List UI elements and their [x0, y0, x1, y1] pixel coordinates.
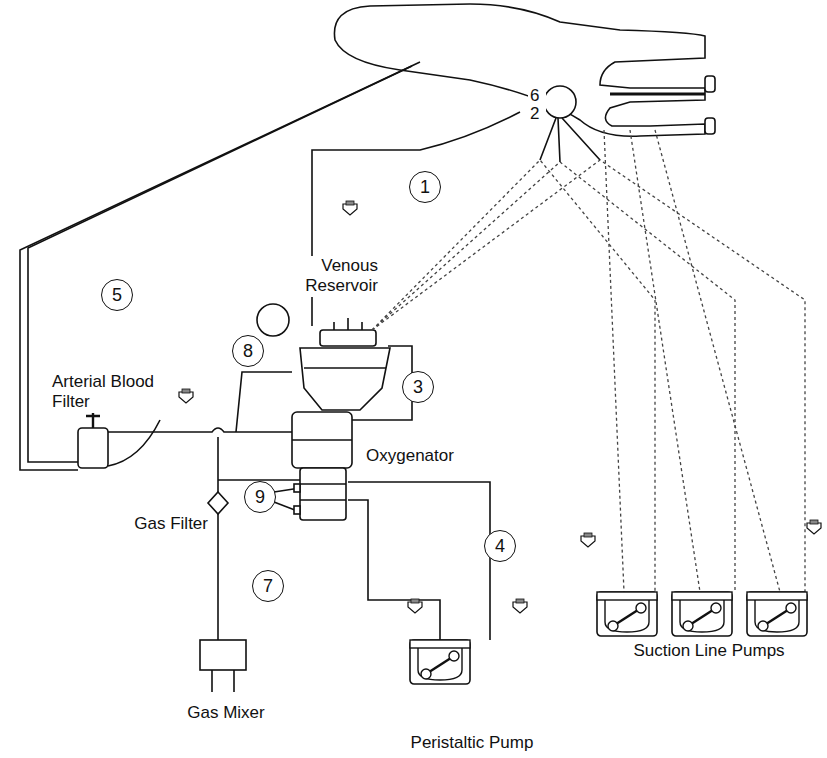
callout-circle: 8 — [232, 335, 264, 367]
callout-number: 1 — [420, 178, 430, 196]
callout-circle: 1 — [409, 171, 441, 203]
part-label: Oxygenator — [364, 446, 478, 466]
part-label: Gas Mixer — [178, 703, 274, 723]
callout-circle: 4 — [484, 530, 516, 562]
callout-circle: 5 — [101, 279, 133, 311]
callout-number: 3 — [413, 378, 423, 396]
callout-circle: 7 — [252, 570, 284, 602]
part-label: Peristaltic Pump — [390, 733, 554, 753]
callout-number: 5 — [112, 286, 122, 304]
callout-number: 8 — [243, 342, 253, 360]
callout-number: 7 — [263, 577, 273, 595]
part-label: 2 — [528, 104, 546, 124]
callout-number: 4 — [495, 537, 505, 555]
part-label: Arterial Blood Filter — [50, 372, 176, 413]
part-label: Venous Reservoir — [286, 256, 380, 297]
part-label: Gas Filter — [112, 514, 210, 534]
part-label: Suction Line Pumps — [612, 641, 806, 661]
callout-circle: 9 — [244, 481, 276, 513]
callout-circle: 3 — [402, 371, 434, 403]
callout-number: 9 — [255, 488, 265, 506]
